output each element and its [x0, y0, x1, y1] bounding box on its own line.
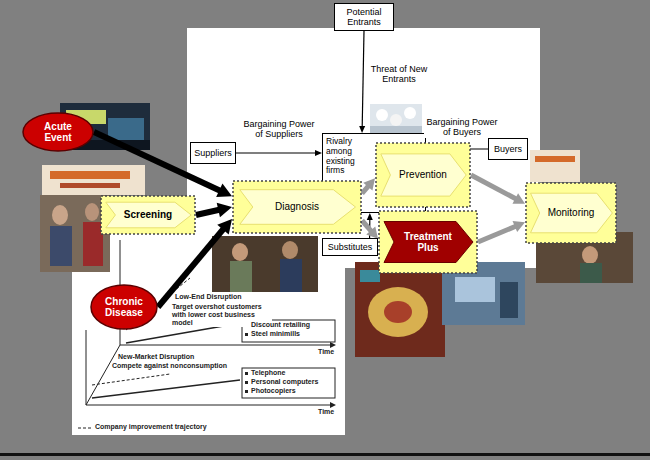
chevron-arrow — [531, 193, 613, 233]
node-text: Buyers — [494, 144, 522, 154]
node-text: Rivalry among existing firms — [326, 137, 374, 176]
flow-arrow — [196, 203, 232, 218]
arrow-head — [367, 213, 373, 220]
text-column: Suppliers — [194, 148, 232, 158]
text-column: Acute Event — [31, 121, 85, 144]
flow-arrow — [471, 175, 525, 204]
graph-label: Low-End Disruption — [175, 293, 242, 301]
flow-arrow — [236, 150, 322, 156]
graph-label: Photocopiers — [251, 387, 296, 395]
edge-label: Threat of New Entrants — [368, 64, 430, 85]
text-holder: Chronic Disease — [90, 284, 158, 330]
force-box: Buyers — [488, 138, 528, 160]
connector-line — [362, 31, 364, 127]
connector-line — [471, 175, 516, 199]
graph-label: Steel minimills — [251, 330, 300, 338]
text-holder: Diagnosis — [232, 180, 362, 234]
flow-arrow — [478, 221, 525, 242]
stage-chevron: Prevention — [375, 142, 471, 208]
text-column: Substitutes — [328, 242, 373, 252]
arrow-head — [315, 150, 322, 156]
graph-label: Discount retailing — [251, 321, 310, 329]
arrow-head — [363, 178, 375, 190]
text-column: Screening — [124, 209, 172, 221]
text-holder: Suppliers — [191, 143, 235, 163]
graph-label: Time — [318, 408, 334, 416]
text-column: Rivalry among existing firms — [326, 137, 374, 176]
chevron-arrow — [240, 190, 356, 225]
force-box: Potential Entrants — [334, 3, 394, 31]
text-holder: Potential Entrants — [335, 4, 393, 30]
stage-chevron: Screening — [100, 195, 196, 235]
graph-label: New-Market Disruption — [118, 353, 194, 361]
text-column: Treatment Plus — [398, 231, 458, 254]
chevron-arrow — [384, 222, 473, 263]
connector-line — [236, 152, 316, 153]
stage-chevron: Monitoring — [525, 182, 617, 244]
stage-chevron: Treatment Plus — [378, 210, 478, 274]
chevron-frame — [379, 211, 477, 273]
arrow-head — [359, 126, 365, 133]
text-column: Potential Entrants — [335, 7, 393, 28]
text-column: Buyers — [494, 144, 522, 154]
node-text: Treatment Plus — [398, 231, 458, 254]
chevron-frame — [233, 181, 361, 233]
stage-chevron: Diagnosis — [232, 180, 362, 234]
node-text: Potential Entrants — [335, 7, 393, 28]
text-holder: Prevention — [375, 142, 471, 208]
text-column: Prevention — [399, 169, 447, 181]
chevron-frame — [101, 196, 195, 234]
text-holder: Acute Event — [22, 112, 94, 152]
graph-label: Compete against nonconsumption — [112, 362, 227, 370]
graph-label: Telephone — [251, 369, 285, 377]
node-text: Prevention — [399, 169, 447, 181]
force-box: Substitutes — [322, 238, 378, 256]
graph-label: Personal computers — [251, 378, 318, 386]
node-text: Monitoring — [548, 207, 595, 219]
arrow-head — [366, 227, 378, 239]
event-oval: Acute Event — [22, 112, 94, 152]
text-holder: Treatment Plus — [378, 210, 478, 274]
node-text: Suppliers — [194, 148, 232, 158]
edge-label: Bargaining Power of Suppliers — [240, 119, 318, 140]
arrow-head — [217, 219, 232, 235]
node-text: Diagnosis — [275, 201, 319, 213]
disease-oval: Chronic Disease — [90, 284, 158, 330]
flow-arrow — [362, 221, 378, 239]
connector-line — [478, 226, 516, 242]
arrow-head — [512, 193, 525, 204]
connector-line — [362, 186, 369, 194]
graph-label: Company improvement trajectory — [95, 423, 207, 431]
chevron-arrow — [381, 154, 466, 196]
text-holder: Substitutes — [323, 239, 377, 255]
oval-outline — [23, 113, 93, 151]
text-column: Diagnosis — [275, 201, 319, 213]
node-text: Substitutes — [328, 242, 373, 252]
chevron-frame — [526, 183, 616, 243]
connector-line — [196, 210, 219, 215]
flow-arrow — [362, 178, 375, 193]
text-holder: Screening — [100, 195, 196, 235]
chevron-frame — [376, 143, 470, 207]
node-text: Chronic Disease — [98, 296, 150, 319]
graph-label: Time — [318, 348, 334, 356]
arrow-head — [216, 183, 232, 197]
node-text: Screening — [124, 209, 172, 221]
oval-outline — [91, 285, 157, 329]
edge-label: Bargaining Power of Buyers — [424, 117, 500, 138]
flow-arrow — [359, 31, 365, 133]
arrow-head — [217, 203, 232, 218]
text-column: Chronic Disease — [98, 296, 150, 319]
text-column: Monitoring — [548, 207, 595, 219]
node-text: Acute Event — [31, 121, 85, 144]
text-holder: Buyers — [489, 139, 527, 159]
chevron-arrow — [106, 202, 191, 228]
text-holder: Monitoring — [525, 182, 617, 244]
force-box: Suppliers — [190, 142, 236, 164]
arrow-head — [513, 221, 525, 232]
connector-line — [362, 221, 371, 232]
